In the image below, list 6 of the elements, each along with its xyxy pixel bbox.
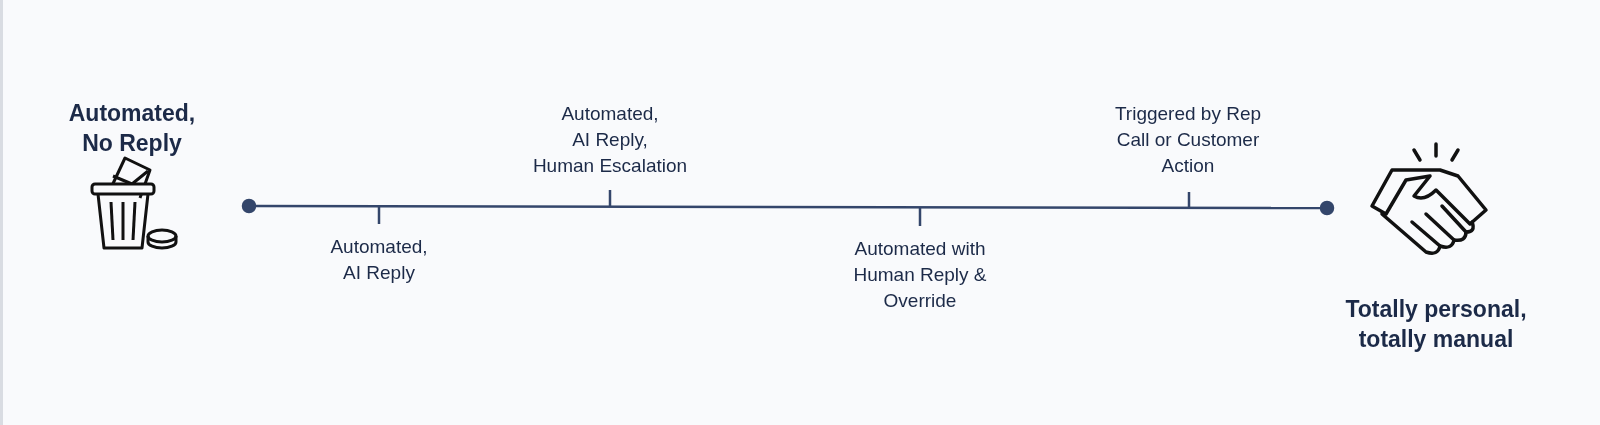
- scale-label: Triggered by Rep Call or Customer Action: [1113, 102, 1263, 178]
- scale-label: Automated with Human Reply & Override: [852, 237, 988, 313]
- scale-label: Automated, AI Reply: [329, 235, 429, 285]
- scale-label: Automated, AI Reply, Human Escalation: [531, 102, 689, 178]
- end-label: Automated, No Reply: [67, 99, 197, 158]
- end-label: Totally personal, totally manual: [1344, 295, 1528, 354]
